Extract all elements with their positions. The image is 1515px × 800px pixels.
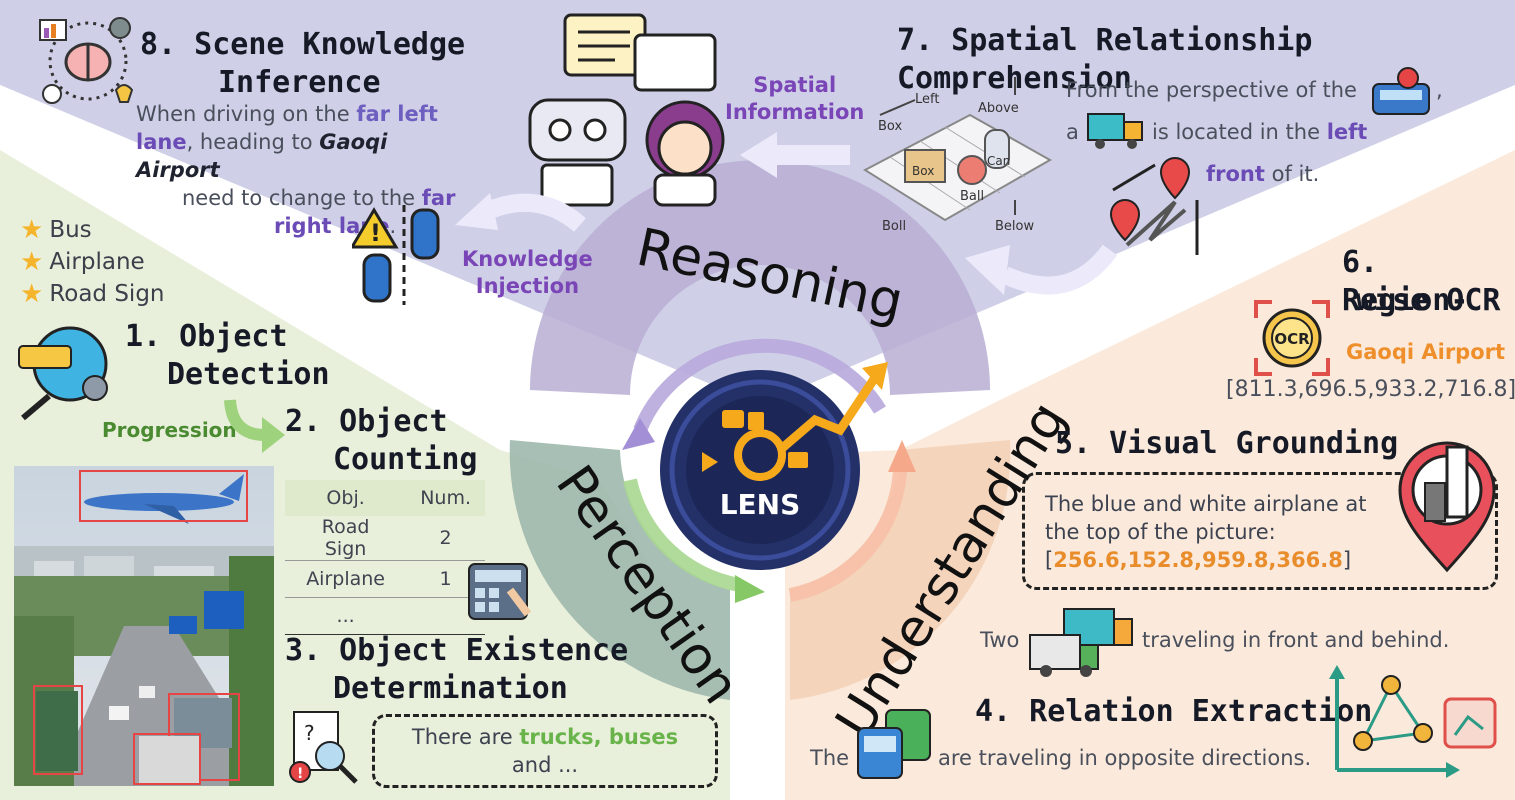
brain-icon xyxy=(39,17,134,104)
list-item: ★Road Sign xyxy=(20,279,165,309)
object-list: ★Bus ★Airplane ★Road Sign xyxy=(20,214,165,310)
progression-label: Progression xyxy=(102,418,237,442)
spatial-curve-arrow xyxy=(965,244,1118,295)
diagram-label-can: Can xyxy=(987,154,1010,168)
sec1-title-line1: 1. Object xyxy=(125,319,288,354)
svg-text:!: ! xyxy=(297,766,303,782)
sec8-title-line2: Inference xyxy=(218,65,381,100)
counting-machine-icon xyxy=(468,563,532,620)
lens-logo-text: LENS xyxy=(719,488,801,521)
table-row: ... xyxy=(285,598,485,635)
star-icon: ★ xyxy=(20,279,44,309)
truck-icon xyxy=(1087,113,1143,149)
sec4-title: 4. Relation Extraction xyxy=(975,694,1373,729)
sec7-line3: front of it. xyxy=(1206,162,1320,186)
sec3-answer-box: There are trucks, buses and ... xyxy=(372,714,718,788)
city-pin-icon xyxy=(1398,441,1496,573)
diagram-label-below: Below xyxy=(995,219,1034,234)
knowledge-arrow xyxy=(455,193,586,232)
relation-graph-icon xyxy=(1329,665,1497,778)
two-buses-icon xyxy=(857,709,931,779)
sec4-opposite: are traveling in opposite directions. xyxy=(938,746,1312,770)
ocr-answer: Gaoqi Airport xyxy=(1346,340,1506,364)
sec1-title-line2: Detection xyxy=(167,357,330,392)
diagram-label-box: Box xyxy=(878,119,902,134)
sec3-title-line2: Determination xyxy=(333,671,568,706)
sec5-answer-box: The blue and white airplane at the top o… xyxy=(1022,472,1498,590)
table-header-cell: Num. xyxy=(420,487,471,509)
svg-text:!: ! xyxy=(370,219,381,247)
sec6-title-line2: wise OCR xyxy=(1356,283,1501,318)
spatial-arrow xyxy=(740,132,850,178)
understanding-arc xyxy=(790,440,1011,700)
sec7-comma: , xyxy=(1436,78,1443,102)
spatial-scene-diagram: Box Left Above Can Box Ball Boll Below xyxy=(862,77,1053,234)
understanding-region xyxy=(785,150,1515,800)
sec4-front-behind: traveling in front and behind. xyxy=(1142,628,1450,652)
street-photo xyxy=(14,466,274,786)
sec7-a: a xyxy=(1066,120,1079,144)
search-detection-icon xyxy=(18,326,108,421)
diagram-label-box2: Box xyxy=(912,164,934,178)
diagram-label-ball: Ball xyxy=(960,189,984,204)
sec4-the: The xyxy=(810,746,850,770)
bus-icon xyxy=(1372,67,1430,115)
perception-arc xyxy=(509,440,730,700)
sec8-title-line1: 8. Scene Knowledge xyxy=(140,27,466,62)
two-trucks-icon xyxy=(1029,608,1133,677)
diagram-label-above: Above xyxy=(978,101,1019,116)
sec2-title-line1: 2. Object xyxy=(285,404,448,439)
robot-person-icon xyxy=(528,13,725,207)
list-item: ★Airplane xyxy=(20,247,145,277)
sec7-line2: is located in the left xyxy=(1152,120,1368,144)
table-header-cell: Obj. xyxy=(326,487,365,509)
table-header: Obj. Num. xyxy=(285,480,485,516)
location-distance-icon xyxy=(1109,156,1199,255)
ocr-badge-text: OCR xyxy=(1274,330,1310,348)
sec6-title-line1: 6. Region- xyxy=(1342,245,1469,318)
star-icon: ★ xyxy=(20,215,44,245)
ocr-coordinates: [811.3,696.5,933.2,716.8] xyxy=(1226,377,1515,402)
ocr-icon xyxy=(1254,300,1330,376)
sec7-line1: From the perspective of the xyxy=(1066,78,1357,102)
sec4-two: Two xyxy=(980,628,1020,652)
sec2-title-line2: Counting xyxy=(333,442,478,477)
svg-text:?: ? xyxy=(304,721,315,745)
lane-change-icon: ! xyxy=(352,205,440,305)
progression-arrow xyxy=(224,399,285,453)
sec5-title: 5. Visual Grounding xyxy=(1055,426,1399,461)
list-item: ★Bus xyxy=(20,215,92,245)
diagram-label-boll: Boll xyxy=(882,219,906,234)
sec3-title-line1: 3. Object Existence xyxy=(285,633,629,668)
star-icon: ★ xyxy=(20,247,44,277)
reasoning-arc xyxy=(530,160,990,395)
document-search-icon: ? ! xyxy=(289,711,358,784)
diagram-label-left: Left xyxy=(915,92,939,107)
